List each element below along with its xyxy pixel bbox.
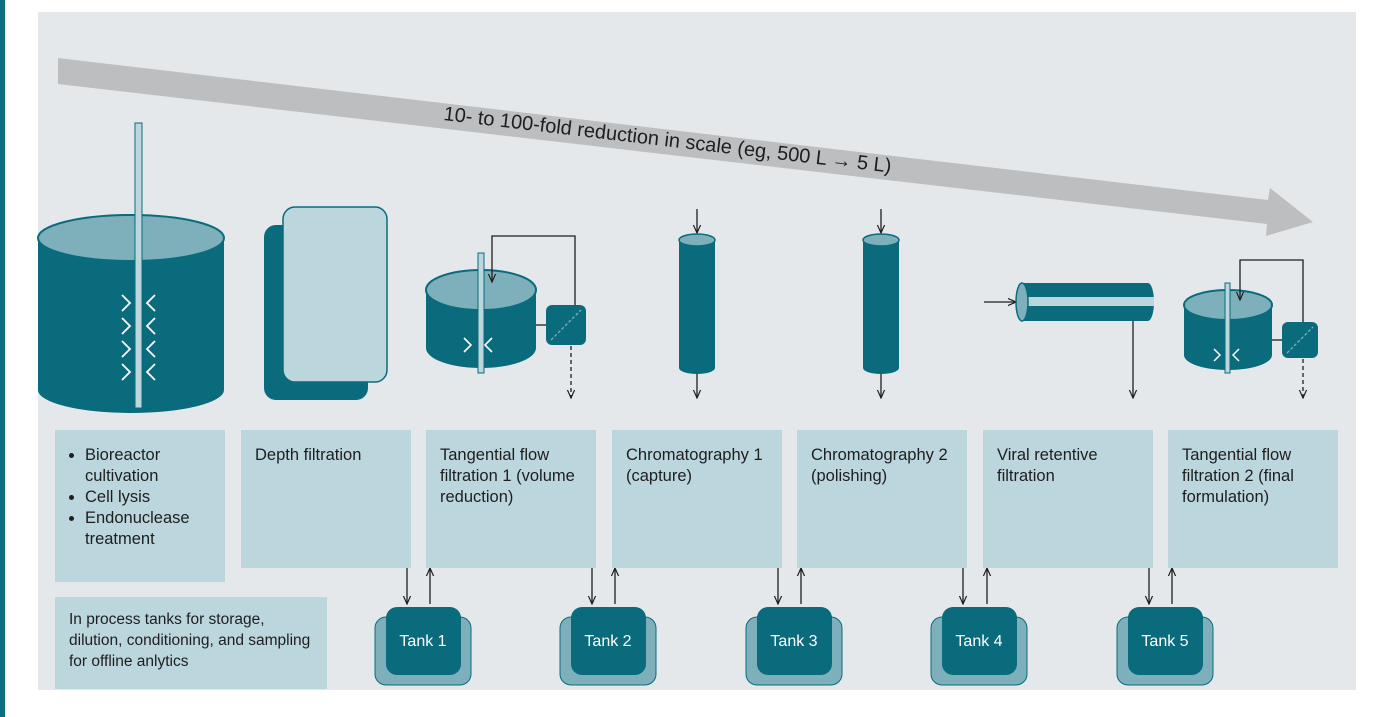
chromatography-column-2-icon [862, 209, 900, 398]
step-box-chromatography-1: Chromatography 1 (capture) [612, 430, 782, 568]
tff-2-icon [1183, 259, 1318, 398]
tank-4: Tank 4 [930, 568, 1028, 686]
step-box-chromatography-2: Chromatography 2 (polishing) [797, 430, 967, 568]
bioreactor-icon [37, 122, 225, 413]
tank-1-label: Tank 1 [399, 633, 446, 650]
step-label: Depth filtration [255, 446, 362, 464]
bioreactor-step-list: Bioreactor cultivation Cell lysis Endonu… [67, 445, 211, 550]
depth-filter-icon [264, 206, 388, 400]
tff-icon [425, 235, 586, 398]
tank-4-label: Tank 4 [955, 633, 1002, 650]
tank-2-label: Tank 2 [584, 633, 631, 650]
step-bullet: Cell lysis [85, 487, 211, 508]
step-box-viral-filtration: Viral retentive filtration [983, 430, 1153, 568]
scale-reduction-label: 10- to 100-fold reduction in scale (eg, … [442, 103, 892, 177]
step-box-depth-filtration: Depth filtration [241, 430, 411, 568]
step-bullet: Bioreactor cultivation [85, 445, 211, 487]
legend-label: In process tanks for storage, dilution, … [69, 611, 311, 670]
tank-5: Tank 5 [1116, 568, 1214, 686]
step-bullet: Endonuclease treatment [85, 508, 211, 550]
step-label: Chromatography 1 (capture) [626, 446, 763, 485]
tank-1: Tank 1 [374, 568, 472, 686]
tank-2: Tank 2 [559, 568, 657, 686]
step-box-tff-2: Tangential flow filtration 2 (final form… [1168, 430, 1338, 568]
viral-filter-icon [984, 282, 1154, 398]
step-label: Tangential flow filtration 1 (volume red… [440, 446, 575, 506]
step-label: Tangential flow filtration 2 (final form… [1182, 446, 1294, 506]
step-label: Chromatography 2 (polishing) [811, 446, 948, 485]
step-box-tff-1: Tangential flow filtration 1 (volume red… [426, 430, 596, 568]
step-label: Viral retentive filtration [997, 446, 1098, 485]
tank-3-label: Tank 3 [770, 633, 817, 650]
scale-reduction-arrow: 10- to 100-fold reduction in scale (eg, … [58, 58, 1313, 236]
tanks-legend-box: In process tanks for storage, dilution, … [55, 597, 327, 689]
tank-5-label: Tank 5 [1141, 633, 1188, 650]
tank-3: Tank 3 [745, 568, 843, 686]
chromatography-column-icon [678, 209, 716, 398]
frame-accent-bar [0, 0, 5, 717]
step-box-bioreactor: Bioreactor cultivation Cell lysis Endonu… [55, 430, 225, 582]
